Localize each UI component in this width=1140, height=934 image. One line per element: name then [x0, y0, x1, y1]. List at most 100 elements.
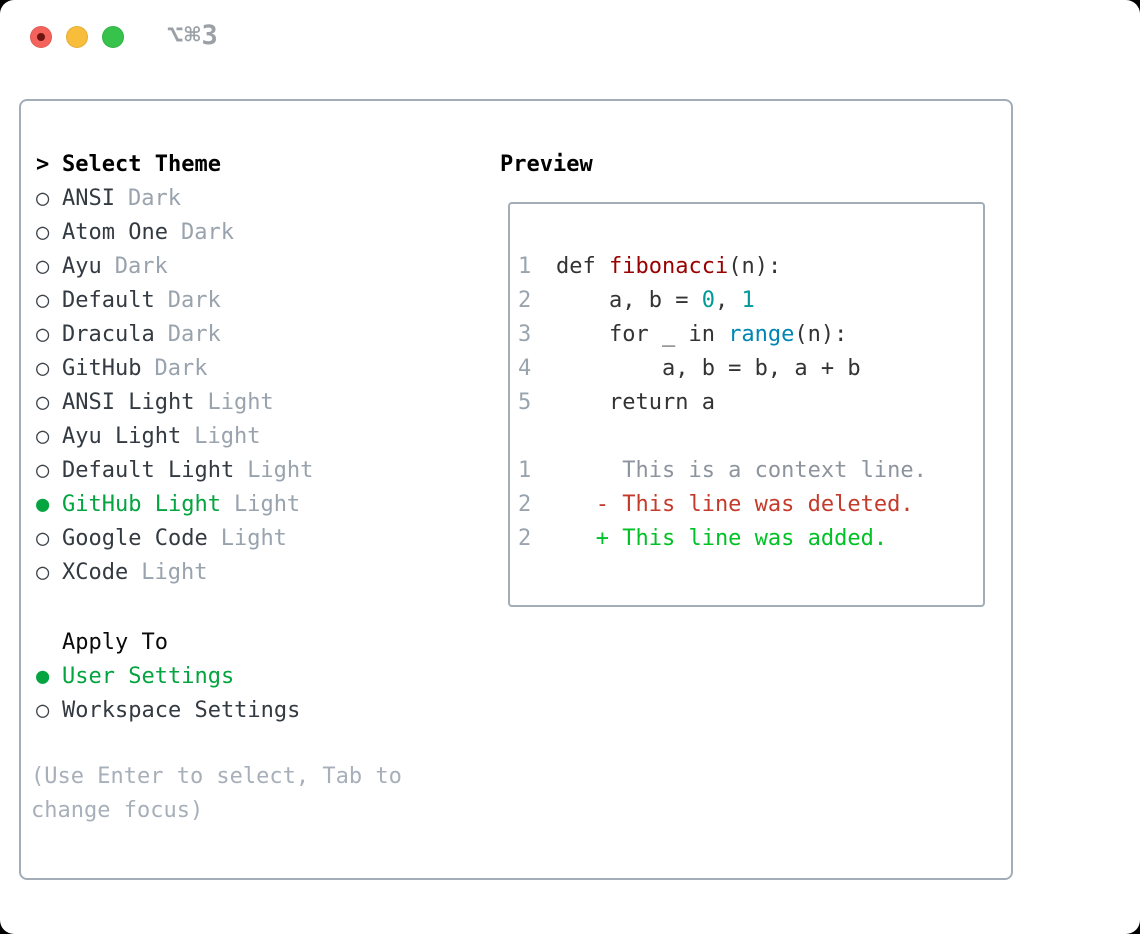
keyboard-hint: (Use Enter to select, Tab to change focus…: [31, 760, 402, 828]
theme-variant-tag: Light: [194, 424, 261, 449]
apply-to-title: Apply To: [62, 630, 168, 655]
radio-unselected-icon: ○: [36, 526, 50, 551]
radio-unselected-icon: ○: [36, 698, 50, 723]
line-number: 1: [518, 458, 532, 483]
code-line: 3 for _ in range(n):: [518, 318, 927, 352]
theme-option[interactable]: ○ ANSI Dark: [36, 182, 313, 216]
theme-variant-tag: Dark: [180, 220, 234, 245]
minimize-button[interactable]: [66, 26, 88, 48]
theme-option[interactable]: ○ Default Light Light: [36, 454, 313, 488]
theme-name: GitHub: [62, 356, 142, 381]
code-segment-plain: ,: [714, 288, 742, 313]
code-segment-plain: return a: [556, 390, 715, 415]
code-segment-builtin: range: [728, 322, 795, 347]
radio-selected-icon: ●: [36, 492, 50, 517]
code-line: 1 This is a context line.: [518, 454, 927, 488]
code-segment-number: 0: [701, 288, 715, 313]
code-segment-plain: for _ in: [556, 322, 729, 347]
apply-to-label: User Settings: [62, 664, 235, 689]
code-segment-title: fibonacci: [608, 254, 729, 279]
theme-option[interactable]: ● GitHub Light Light: [36, 488, 313, 522]
close-dot-icon: [37, 33, 45, 41]
theme-variant-tag: Light: [233, 492, 301, 517]
theme-name: Ayu: [62, 254, 102, 279]
apply-to-option[interactable]: ○ Workspace Settings: [36, 694, 300, 728]
radio-selected-icon: ●: [36, 664, 50, 689]
apply-to-option[interactable]: ● User Settings: [36, 660, 300, 694]
code-segment-deletion: - This line was deleted.: [556, 492, 914, 517]
code-segment-number: 1: [741, 288, 755, 313]
window-shortcut-label: ⌥⌘3: [167, 20, 219, 51]
hint-line: (Use Enter to select, Tab to: [31, 764, 402, 789]
radio-unselected-icon: ○: [36, 288, 50, 313]
radio-unselected-icon: ○: [36, 322, 50, 347]
code-segment-plain: a, b =: [556, 288, 702, 313]
line-number: 5: [518, 390, 532, 415]
line-number: 2: [518, 492, 532, 517]
theme-option[interactable]: ○ Dracula Dark: [36, 318, 313, 352]
theme-name: Default: [62, 288, 155, 313]
code-segment-plain: def: [556, 254, 609, 279]
code-line: 4 a, b = b, a + b: [518, 352, 927, 386]
line-number: 2: [518, 526, 532, 551]
theme-name: GitHub Light: [62, 492, 221, 517]
theme-name: ANSI Light: [62, 390, 195, 415]
theme-name: Google Code: [62, 526, 208, 551]
apply-to-section: Apply To ● User Settings ○ Workspace Settin…: [36, 626, 300, 728]
apply-to-label: Workspace Settings: [62, 698, 301, 723]
theme-variant-tag: Dark: [114, 254, 168, 279]
line-number: 4: [518, 356, 532, 381]
preview-box: [508, 202, 985, 607]
code-line: 2 + This line was added.: [518, 522, 927, 556]
theme-variant-tag: Dark: [127, 186, 181, 211]
theme-list-header: >Select Theme: [36, 148, 313, 182]
theme-variant-tag: Light: [207, 390, 274, 415]
radio-unselected-icon: ○: [36, 186, 50, 211]
line-number: 2: [518, 288, 532, 313]
radio-unselected-icon: ○: [36, 560, 50, 585]
code-line: [518, 420, 927, 454]
theme-variant-tag: Dark: [154, 356, 208, 381]
code-line: 5 return a: [518, 386, 927, 420]
code-segment-plain: a, b = b, a + b: [556, 356, 861, 381]
code-segment-plain: (n):: [794, 322, 848, 347]
close-button[interactable]: [30, 26, 52, 48]
theme-name: Ayu Light: [62, 424, 182, 449]
code-segment-addition: + This line was added.: [556, 526, 888, 551]
code-line: 2 - This line was deleted.: [518, 488, 927, 522]
theme-name: Atom One: [62, 220, 168, 245]
theme-option[interactable]: ○ Ayu Dark: [36, 250, 313, 284]
line-number: 1: [518, 254, 532, 279]
code-segment-context: This is a context line.: [556, 458, 927, 483]
theme-variant-tag: Light: [247, 458, 314, 483]
theme-option[interactable]: ○ Google Code Light: [36, 522, 313, 556]
radio-unselected-icon: ○: [36, 458, 50, 483]
cursor-caret-icon: >: [36, 152, 50, 177]
theme-variant-tag: Light: [141, 560, 208, 585]
theme-name: ANSI: [62, 186, 115, 211]
hint-line: change focus): [31, 798, 204, 823]
theme-option[interactable]: ○ Ayu Light Light: [36, 420, 313, 454]
theme-option[interactable]: ○ Default Dark: [36, 284, 313, 318]
theme-option[interactable]: ○ ANSI Light Light: [36, 386, 313, 420]
theme-option[interactable]: ○ GitHub Dark: [36, 352, 313, 386]
theme-variant-tag: Dark: [167, 288, 221, 313]
radio-unselected-icon: ○: [36, 424, 50, 449]
theme-name: Default Light: [62, 458, 235, 483]
code-line: 2 a, b = 0, 1: [518, 284, 927, 318]
radio-unselected-icon: ○: [36, 390, 50, 415]
settings-panel: [19, 99, 1013, 880]
theme-variant-tag: Dark: [167, 322, 221, 347]
radio-unselected-icon: ○: [36, 254, 50, 279]
theme-variant-tag: Light: [220, 526, 287, 551]
radio-unselected-icon: ○: [36, 356, 50, 381]
theme-name: Dracula: [62, 322, 155, 347]
preview-title: Preview: [500, 152, 593, 177]
zoom-button[interactable]: [102, 26, 124, 48]
